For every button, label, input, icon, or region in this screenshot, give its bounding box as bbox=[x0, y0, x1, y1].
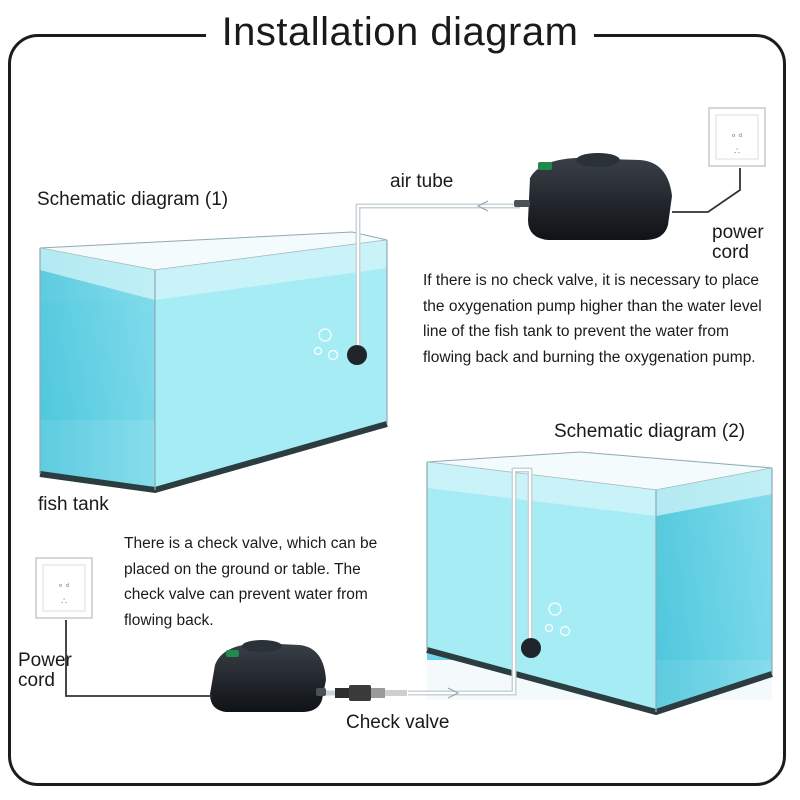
air-tube-label: air tube bbox=[390, 171, 454, 192]
check-valve-label: Check valve bbox=[346, 712, 450, 733]
diagram-2-note: There is a check valve, which can be pla… bbox=[124, 535, 378, 629]
tank-2-water-right bbox=[656, 468, 772, 712]
svg-text:∴: ∴ bbox=[61, 597, 67, 607]
air-pump-1 bbox=[514, 153, 672, 240]
svg-text:∴: ∴ bbox=[734, 147, 740, 157]
bubbles-2-icon bbox=[544, 602, 571, 637]
air-tube-2 bbox=[408, 467, 533, 699]
power-cord-label-2: Power cord bbox=[18, 650, 72, 691]
pump-1-badge bbox=[538, 162, 552, 170]
diagram-2-heading: Schematic diagram (2) bbox=[554, 421, 746, 442]
power-cord-1 bbox=[672, 168, 741, 213]
power-outlet-2: ᵒ ᵈ ∴ bbox=[35, 557, 93, 619]
air-stone-2 bbox=[521, 638, 541, 658]
tank-1-water-left bbox=[40, 248, 155, 490]
page-title-text: Installation diagram bbox=[205, 10, 595, 54]
svg-text:ᵒ ᵈ: ᵒ ᵈ bbox=[732, 133, 743, 143]
air-flow-arrow-icon-2 bbox=[447, 687, 460, 699]
fish-tank-label: fish tank bbox=[38, 494, 109, 515]
fish-tank-1 bbox=[39, 231, 388, 494]
check-valve bbox=[335, 685, 407, 701]
air-stone-1 bbox=[347, 345, 367, 365]
air-pump-2 bbox=[210, 640, 326, 712]
svg-text:ᵒ ᵈ: ᵒ ᵈ bbox=[59, 583, 70, 593]
bubbles-1-icon bbox=[313, 328, 339, 361]
power-cord-2 bbox=[65, 620, 212, 697]
power-cord-label-1: power cord bbox=[712, 222, 764, 263]
tank-1-water-front bbox=[155, 240, 387, 490]
diagram-1-heading: Schematic diagram (1) bbox=[37, 189, 229, 210]
air-flow-arrow-icon bbox=[476, 200, 489, 212]
air-tube-1 bbox=[355, 200, 520, 348]
fish-tank-2 bbox=[426, 451, 773, 716]
power-outlet-1: ᵒ ᵈ ∴ bbox=[708, 107, 766, 167]
pump-2-badge bbox=[226, 650, 239, 657]
tank-2-water-front bbox=[427, 462, 656, 712]
diagram-1-note: If there is no check valve, it is necess… bbox=[423, 272, 762, 366]
page-title: Installation diagram bbox=[0, 8, 800, 56]
